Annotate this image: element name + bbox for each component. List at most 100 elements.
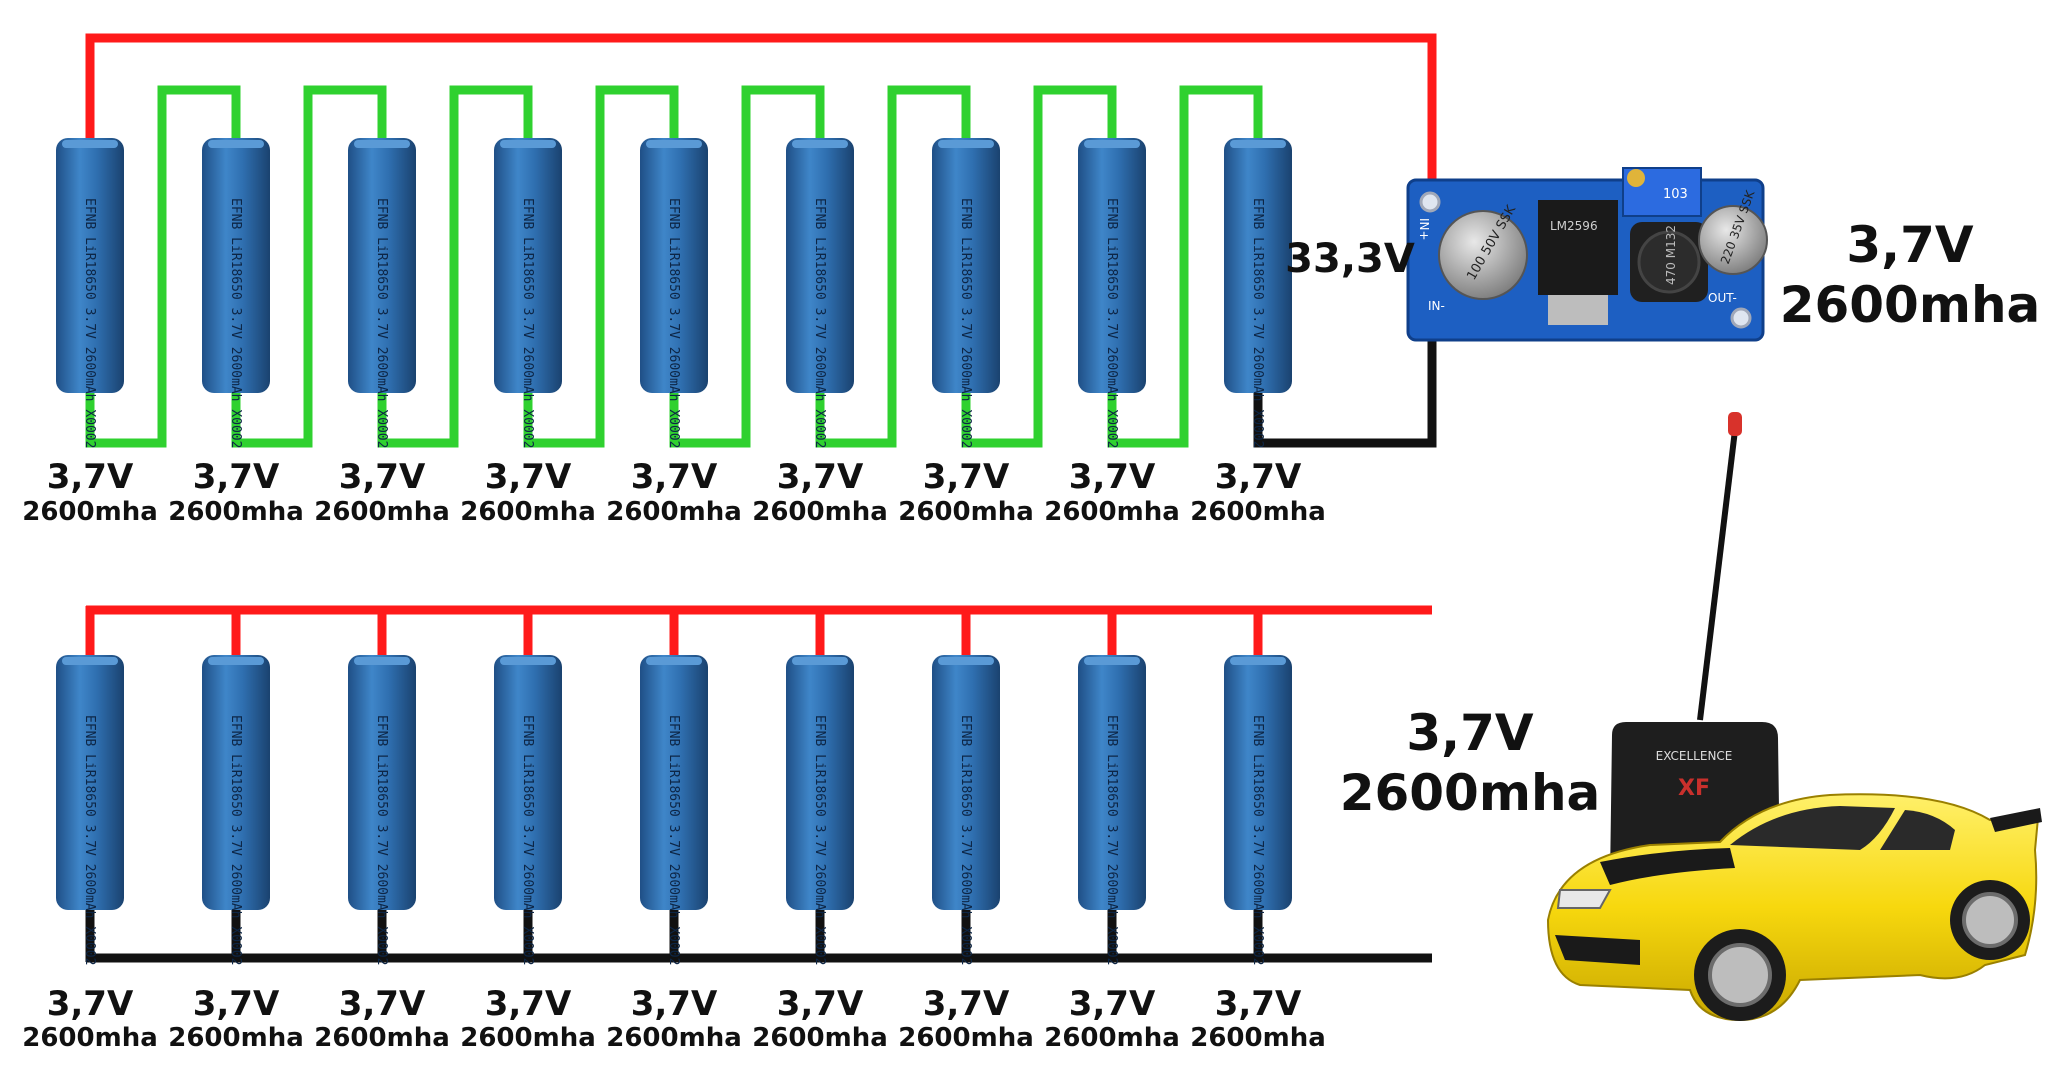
input-capacitor — [1438, 210, 1528, 300]
pin-in-minus-label: IN- — [1428, 299, 1445, 313]
battery-cell-print: EFNB LiR18650 3.7V 2600mAh X0002 — [228, 198, 243, 448]
series-bank-wiring — [85, 33, 1437, 448]
series_bank-cell-capacity: 2600mha — [314, 497, 450, 527]
parallel_bank-cell-voltage: 3,7V — [47, 984, 134, 1024]
series-bank-cell: EFNB LiR18650 3.7V 2600mAh X0002 — [1224, 138, 1292, 448]
parallel_bank-cell-voltage: 3,7V — [1069, 984, 1156, 1024]
series_bank-cell-capacity: 2600mha — [1044, 497, 1180, 527]
series-bank-cell: EFNB LiR18650 3.7V 2600mAh X0002 — [786, 138, 854, 448]
series_bank-cell-capacity: 2600mha — [606, 497, 742, 527]
parallel_bank-cell-voltage: 3,7V — [485, 984, 572, 1024]
antenna-tip — [1728, 412, 1742, 436]
regulator-chip — [1538, 200, 1618, 295]
battery-cell-print: EFNB LiR18650 3.7V 2600mAh X0002 — [666, 715, 681, 965]
battery-cell-print: EFNB LiR18650 3.7V 2600mAh X0002 — [1250, 198, 1265, 448]
parallel-bank: EFNB LiR18650 3.7V 2600mAh X0002 EFNB LiR… — [56, 655, 1292, 965]
parallel-bank-cell: EFNB LiR18650 3.7V 2600mAh X0002 — [786, 655, 854, 965]
series_bank-cell-capacity: 2600mha — [1190, 497, 1326, 527]
battery-cell-cap — [354, 140, 410, 148]
battery-cell-cap — [646, 140, 702, 148]
battery-cell-cap — [62, 657, 118, 665]
series-bank-cell: EFNB LiR18650 3.7V 2600mAh X0002 — [1078, 138, 1146, 448]
parallel-total-voltage: 3,7V — [1406, 704, 1534, 762]
series-link-wire — [85, 85, 241, 448]
parallel-bank-cell: EFNB LiR18650 3.7V 2600mAh X0002 — [1078, 655, 1146, 965]
series_bank-cell-voltage: 3,7V — [339, 457, 426, 497]
series_bank-cell-voltage: 3,7V — [631, 457, 718, 497]
parallel_bank-cell-capacity: 2600mha — [1190, 1023, 1326, 1053]
battery-cell-cap — [938, 140, 994, 148]
battery-cell-body — [1078, 655, 1146, 910]
parallel_bank-cell-capacity: 2600mha — [898, 1023, 1034, 1053]
series_bank-cell-voltage: 3,7V — [923, 457, 1010, 497]
battery-cell-body — [640, 655, 708, 910]
remote-antenna — [1697, 421, 1739, 721]
parallel_bank-cell-capacity: 2600mha — [168, 1023, 304, 1053]
car-rear-rim — [1962, 892, 2018, 948]
parallel_bank-cell-capacity: 2600mha — [314, 1023, 450, 1053]
mounting-hole — [1730, 307, 1752, 329]
series-link-wire — [669, 85, 825, 448]
battery-cell-cap — [208, 140, 264, 148]
series_bank-cell-voltage: 3,7V — [1215, 457, 1302, 497]
battery-cell-cap — [1084, 657, 1140, 665]
series-link-wire — [231, 85, 387, 448]
potentiometer-marking: 103 — [1663, 187, 1688, 202]
car-side-window — [1880, 810, 1955, 850]
battery-cell-cap — [938, 657, 994, 665]
car-hood-stripe — [1600, 848, 1735, 885]
battery-cell-body — [202, 655, 270, 910]
battery-cell-body — [494, 138, 562, 393]
pin-out-minus-label: OUT- — [1708, 291, 1737, 305]
series-link-wire — [1107, 85, 1263, 448]
battery-cell-print: EFNB LiR18650 3.7V 2600mAh X0002 — [666, 198, 681, 448]
car-front-rim — [1708, 943, 1772, 1007]
battery-cell-body — [786, 138, 854, 393]
series-link-wire — [961, 85, 1117, 448]
battery-cell-body — [1078, 138, 1146, 393]
battery-cell-cap — [354, 657, 410, 665]
battery-cell-print: EFNB LiR18650 3.7V 2600mAh X0002 — [812, 715, 827, 965]
battery-cell-print: EFNB LiR18650 3.7V 2600mAh X0002 — [520, 715, 535, 965]
series-bank-cell: EFNB LiR18650 3.7V 2600mAh X0002 — [56, 138, 124, 448]
parallel_bank-cell-voltage: 3,7V — [193, 984, 280, 1024]
parallel-bank-cell: EFNB LiR18650 3.7V 2600mAh X0002 — [640, 655, 708, 965]
battery-cell-body — [1224, 138, 1292, 393]
battery-cell-cap — [1230, 657, 1286, 665]
battery-cell-print: EFNB LiR18650 3.7V 2600mAh X0002 — [82, 198, 97, 448]
parallel-bank-cell: EFNB LiR18650 3.7V 2600mAh X0002 — [494, 655, 562, 965]
parallel-bank-cell: EFNB LiR18650 3.7V 2600mAh X0002 — [348, 655, 416, 965]
series_bank-cell-capacity: 2600mha — [752, 497, 888, 527]
battery-cell-body — [202, 138, 270, 393]
positive-wire — [85, 33, 1437, 182]
parallel-bank-cell: EFNB LiR18650 3.7V 2600mAh X0002 — [932, 655, 1000, 965]
converter-output-capacity: 2600mha — [1780, 276, 2041, 334]
series-link-wire — [523, 85, 679, 448]
battery-cell-cap — [1230, 140, 1286, 148]
series-bank-cell: EFNB LiR18650 3.7V 2600mAh X0002 — [494, 138, 562, 448]
series_bank-cell-voltage: 3,7V — [777, 457, 864, 497]
battery-cell-cap — [792, 657, 848, 665]
pin-in-plus-label: IN+ — [1417, 218, 1431, 241]
battery-cell-print: EFNB LiR18650 3.7V 2600mAh X0002 — [520, 198, 535, 448]
battery-cell-print: EFNB LiR18650 3.7V 2600mAh X0002 — [812, 198, 827, 448]
battery-cell-cap — [646, 657, 702, 665]
output-capacitor — [1698, 205, 1768, 275]
potentiometer-screw — [1627, 169, 1645, 187]
series_bank-cell-capacity: 2600mha — [898, 497, 1034, 527]
battery-cell-print: EFNB LiR18650 3.7V 2600mAh X0002 — [82, 715, 97, 965]
battery-cell-cap — [1084, 140, 1140, 148]
series-link-wire — [815, 85, 971, 448]
battery-cell-print: EFNB LiR18650 3.7V 2600mAh X0002 — [958, 715, 973, 965]
series-bank-cell: EFNB LiR18650 3.7V 2600mAh X0002 — [202, 138, 270, 448]
battery-cell-cap — [500, 140, 556, 148]
remote-brand: EXCELLENCE — [1656, 749, 1733, 763]
series-link-wire — [377, 85, 533, 448]
parallel-bank-wiring — [85, 605, 1432, 963]
car-spoiler — [1990, 808, 2042, 832]
inductor-marking: 470 M132 — [1664, 225, 1678, 285]
series_bank-cell-voltage: 3,7V — [1069, 457, 1156, 497]
parallel-bank-cell: EFNB LiR18650 3.7V 2600mAh X0002 — [1224, 655, 1292, 965]
battery-cell-cap — [208, 657, 264, 665]
battery-cell-cap — [500, 657, 556, 665]
